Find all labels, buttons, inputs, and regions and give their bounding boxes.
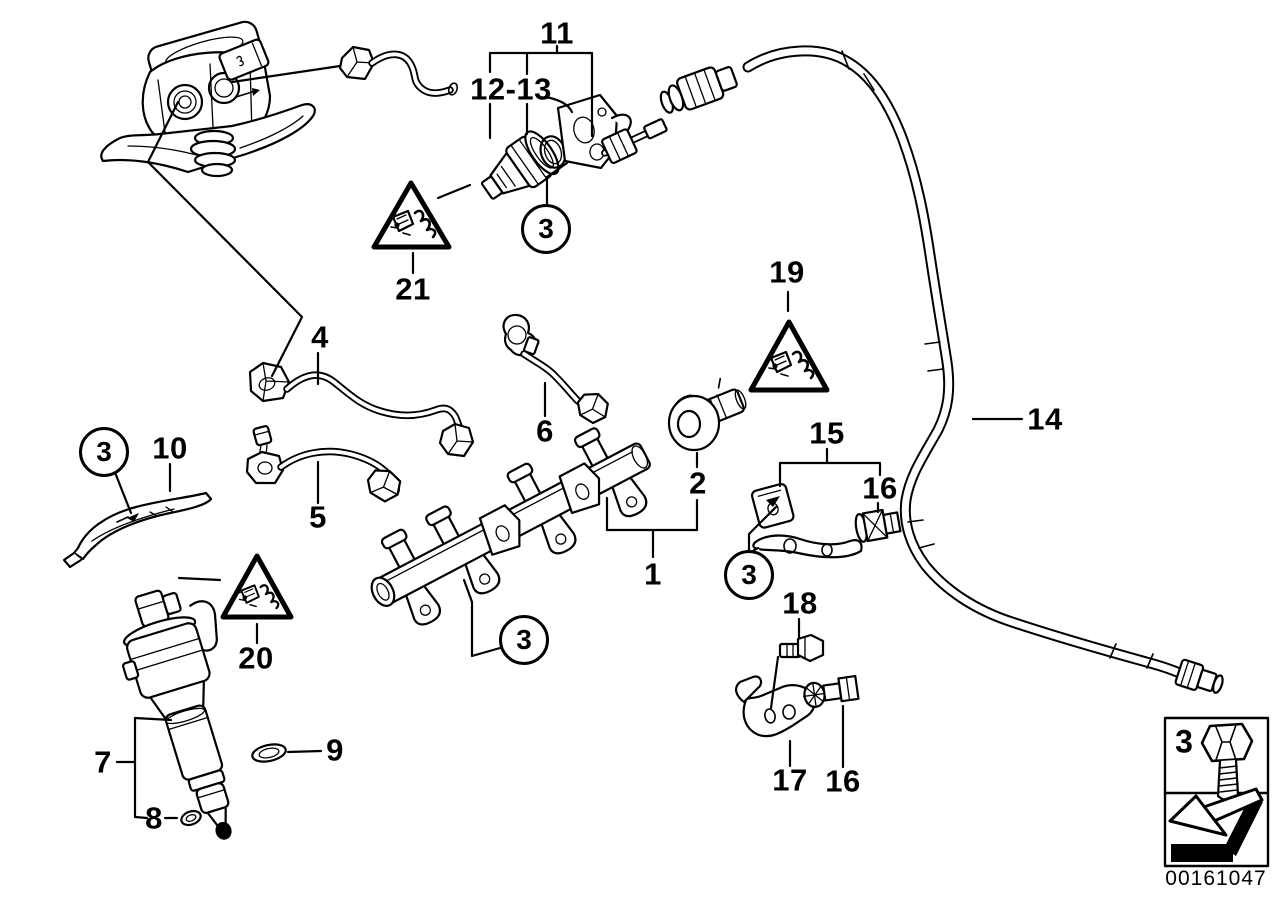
- warning-triangle-19: [748, 319, 830, 393]
- callout-4[interactable]: 4: [311, 319, 329, 355]
- callout-7[interactable]: 7: [94, 744, 112, 780]
- callout-3-text: 3: [741, 559, 757, 590]
- callout-8[interactable]: 8: [145, 800, 163, 836]
- high-pressure-pump: [100, 20, 316, 178]
- expansion-rivet-16-lower: [802, 674, 860, 708]
- callout-17[interactable]: 17: [772, 762, 808, 798]
- fuel-pipe-4: [248, 361, 475, 458]
- o-ring-8: [180, 809, 202, 827]
- fuel-pipe-6: [502, 313, 609, 425]
- pressure-pipe-top: [338, 45, 459, 97]
- legend-box: [1163, 716, 1270, 868]
- bracket-17: [734, 675, 816, 738]
- leader-lines: [112, 44, 1024, 820]
- legend-fastener-qty: 3: [1175, 723, 1193, 760]
- warning-triangle-21: [371, 180, 452, 250]
- callout-3-text: 3: [516, 624, 532, 655]
- callout-16-upper[interactable]: 16: [862, 470, 898, 506]
- callout-21[interactable]: 21: [395, 271, 431, 307]
- callout-18[interactable]: 18: [782, 585, 818, 621]
- callout-2[interactable]: 2: [689, 465, 707, 501]
- callout-19[interactable]: 19: [769, 254, 805, 290]
- callout-3-text: 3: [538, 213, 554, 244]
- callout-16-lower[interactable]: 16: [825, 763, 861, 799]
- callout-20[interactable]: 20: [238, 640, 274, 676]
- bracket-15: [748, 482, 863, 568]
- fuel-pipe-5: [245, 425, 402, 503]
- rail-end-bracket-11: [556, 93, 668, 170]
- bolt-18: [778, 633, 825, 663]
- heat-shield-10: [62, 491, 213, 569]
- seal-ring-9: [251, 743, 287, 763]
- fuel-rail-1: [370, 427, 651, 626]
- pressure-sensor-12: [480, 130, 560, 200]
- callout-3-circle-left[interactable]: 3: [79, 427, 129, 477]
- callout-15[interactable]: 15: [809, 415, 845, 451]
- expansion-rivet-16-upper: [854, 508, 902, 543]
- image-id: 00161047: [1165, 867, 1267, 890]
- callout-6[interactable]: 6: [536, 413, 554, 449]
- callout-1[interactable]: 1: [644, 556, 662, 592]
- callout-11[interactable]: 11: [540, 15, 574, 51]
- callout-10[interactable]: 10: [152, 430, 188, 466]
- fuel-feed-hose-14: [659, 45, 1224, 694]
- callout-12-13[interactable]: 12-13: [470, 71, 552, 107]
- vibration-damper-2: [667, 377, 747, 452]
- warning-triangle-20: [220, 553, 294, 620]
- callout-5[interactable]: 5: [309, 499, 327, 535]
- callout-9[interactable]: 9: [326, 732, 344, 768]
- direction-arrow-icon: [1168, 787, 1264, 862]
- callout-3-circle-rail[interactable]: 3: [499, 615, 549, 665]
- callout-3-circle-top[interactable]: 3: [521, 204, 571, 254]
- fuel-injector-7: [122, 589, 232, 840]
- callout-3-text: 3: [96, 436, 112, 467]
- callout-3-circle-right[interactable]: 3: [724, 550, 774, 600]
- callout-14[interactable]: 14: [1027, 401, 1063, 437]
- hex-bolt-icon: [1200, 722, 1254, 802]
